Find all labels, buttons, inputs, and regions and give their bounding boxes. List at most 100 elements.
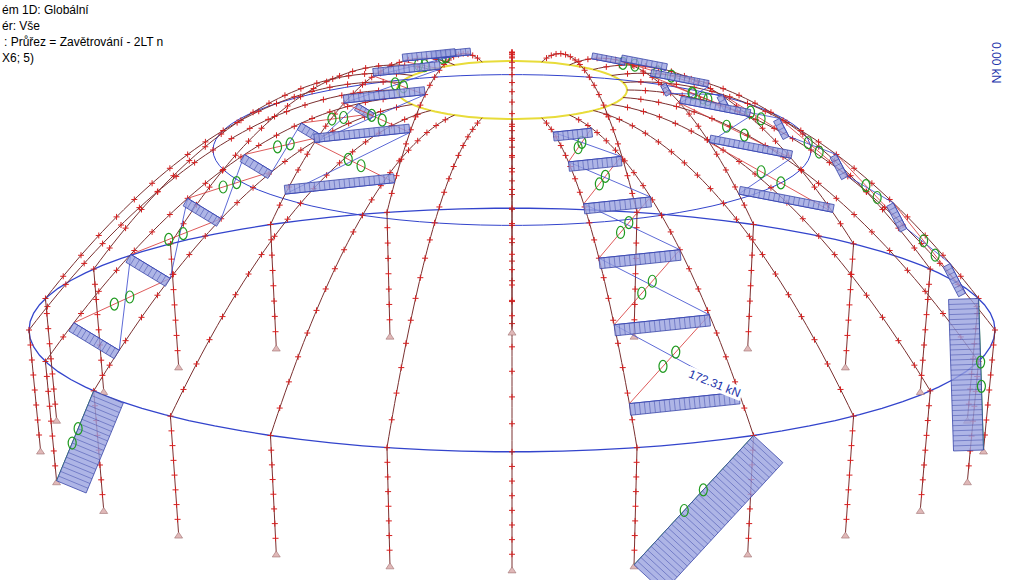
node-mark: [509, 478, 515, 484]
buckling-mark: [977, 380, 985, 392]
diagram-hatch: [952, 409, 982, 411]
node-mark: [99, 372, 105, 378]
diagonal-brace: [836, 154, 906, 228]
diagram-hatch: [620, 200, 621, 210]
diagram-hatch: [348, 95, 350, 103]
node-mark: [323, 123, 329, 129]
node-mark: [48, 356, 54, 362]
diagram-hatch: [823, 203, 824, 211]
force-diagram: [69, 323, 119, 359]
node-mark: [747, 298, 753, 304]
diagram-hatch: [577, 130, 579, 139]
node-mark: [509, 59, 515, 65]
diagram-hatch: [759, 190, 760, 198]
diagram-hatch: [655, 252, 656, 263]
node-mark: [605, 114, 611, 120]
node-mark: [509, 137, 515, 143]
diagram-hatch: [665, 72, 666, 79]
node-mark: [49, 433, 55, 439]
diagram-hatch: [651, 61, 652, 67]
node-mark: [596, 92, 602, 98]
diagram-hatch: [348, 130, 350, 138]
force-diagram: [830, 154, 848, 179]
node-mark: [170, 173, 176, 179]
buckling-mark: [680, 505, 688, 517]
buckling-mark: [617, 226, 625, 238]
support-symbol: [508, 329, 516, 335]
node-mark: [686, 266, 692, 272]
support-symbol: [963, 479, 971, 485]
diagram-hatch: [348, 179, 350, 188]
node-mark: [436, 204, 442, 210]
node-mark: [167, 212, 173, 218]
diagram-hatch: [200, 209, 205, 217]
diagram-hatch: [803, 199, 804, 207]
node-mark: [92, 281, 98, 287]
diagram-hatch: [635, 199, 636, 209]
node-mark: [118, 222, 124, 228]
node-mark: [270, 491, 276, 497]
node-mark: [327, 84, 333, 90]
node-mark: [44, 311, 50, 317]
node-mark: [256, 143, 262, 149]
node-mark: [879, 314, 885, 320]
diagram-hatch: [328, 133, 330, 141]
node-mark: [234, 200, 240, 206]
node-mark: [455, 152, 461, 158]
buckling-mark: [699, 484, 707, 496]
node-mark: [843, 516, 849, 522]
node-mark: [631, 170, 637, 176]
node-mark: [360, 212, 366, 218]
diagram-hatch: [414, 88, 416, 96]
node-mark: [173, 487, 179, 493]
diagram-hatch: [703, 80, 704, 87]
force-diagram: [592, 53, 626, 65]
diagram-hatch: [658, 539, 687, 566]
node-mark: [286, 379, 292, 385]
force-diagram: [739, 186, 834, 212]
diagram-hatch: [674, 74, 675, 81]
node-mark: [681, 160, 687, 166]
diagram-hatch: [562, 131, 564, 140]
node-mark: [408, 317, 414, 323]
node-mark: [320, 97, 326, 103]
node-mark: [193, 361, 199, 367]
node-mark: [846, 472, 852, 478]
diagram-hatch: [646, 60, 647, 66]
diagram-hatch: [640, 198, 641, 208]
diagram-hatch: [368, 177, 370, 186]
node-mark: [446, 176, 452, 182]
diagram-hatch: [373, 128, 375, 136]
support-symbol: [272, 345, 280, 351]
node-mark: [81, 260, 87, 266]
diagram-hatch: [161, 276, 166, 284]
diagram-hatch: [634, 254, 635, 265]
rib-member: [542, 118, 637, 448]
buckling-mark: [233, 177, 241, 189]
node-mark: [736, 92, 742, 98]
node-mark: [123, 338, 129, 344]
force-diagram: [240, 155, 272, 179]
diagram-hatch: [660, 71, 661, 78]
diagram-hatch: [953, 419, 983, 421]
diagram-hatch: [70, 448, 100, 460]
node-mark: [350, 68, 356, 74]
diagram-hatch: [645, 197, 646, 207]
diagram-hatch: [733, 140, 734, 147]
diagram-hatch: [747, 443, 776, 470]
node-mark: [640, 183, 646, 189]
diagram-hatch: [440, 50, 442, 57]
node-mark: [427, 237, 433, 243]
node-mark: [672, 120, 678, 126]
rib-member: [623, 82, 978, 299]
node-mark: [601, 275, 607, 281]
node-mark: [186, 252, 192, 258]
node-mark: [389, 417, 395, 423]
node-mark: [610, 127, 616, 133]
node-mark: [800, 216, 806, 222]
node-mark: [816, 139, 822, 145]
diagram-hatch: [631, 57, 632, 63]
legend-text: X6; 5): [2, 51, 34, 65]
